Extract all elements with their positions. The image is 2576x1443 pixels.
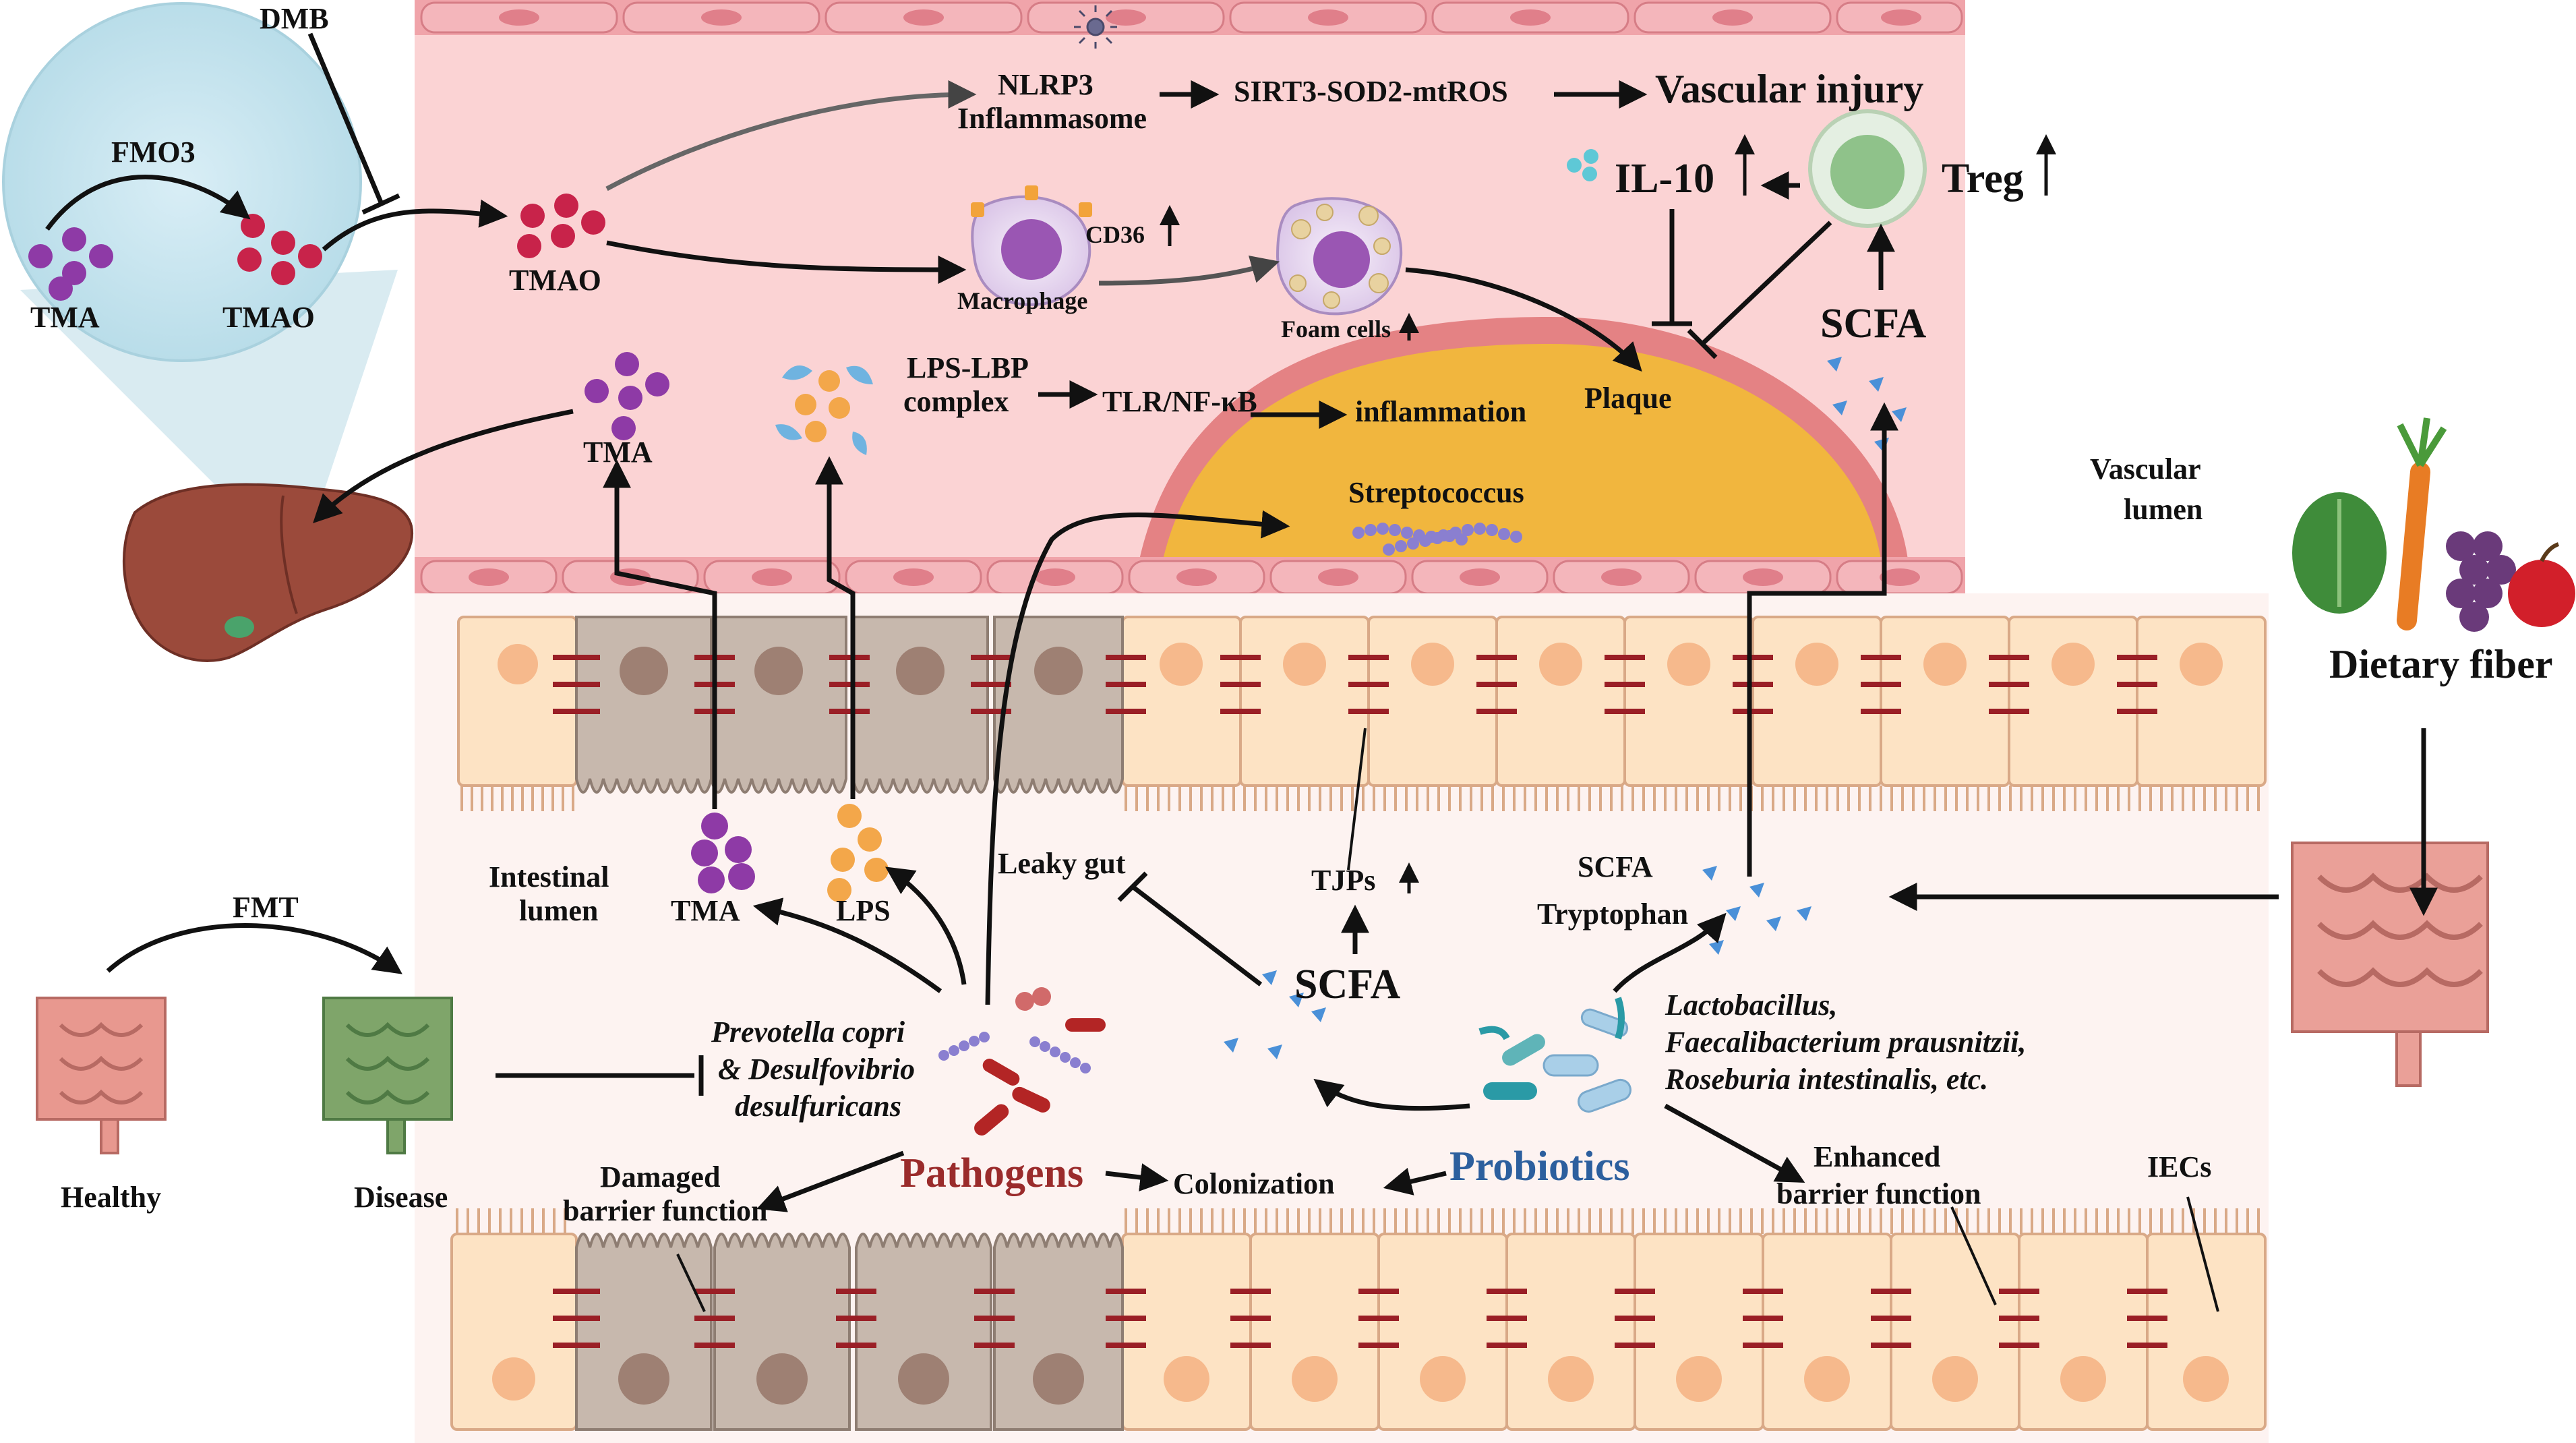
label-tlr: TLR/NF-κB (1102, 385, 1257, 418)
label-dmb: DMB (260, 2, 329, 35)
label-tma-gut: TMA (671, 894, 740, 927)
label-lps-lbp-line2: complex (903, 385, 1009, 418)
label-iecs: IECs (2147, 1150, 2211, 1183)
label-cd36: CD36 (1085, 221, 1145, 248)
label-healthy: Healthy (61, 1181, 161, 1214)
label-scfa-gut: SCFA (1294, 962, 1401, 1007)
label-dietary-fiber: Dietary fiber (2329, 642, 2553, 686)
label-vascular-injury: Vascular injury (1655, 67, 1923, 111)
label-nlrp3: NLRP3 (998, 68, 1094, 101)
label-disease: Disease (354, 1181, 448, 1214)
plaque-shape (1139, 317, 1908, 560)
label-damaged-barrier-line1: Damaged (600, 1160, 720, 1194)
label-plaque: Plaque (1584, 382, 1672, 415)
nlrp3-inflammasome-icon (1074, 5, 1117, 49)
label-vascular-lumen-line2: lumen (2124, 493, 2203, 526)
label-scfa-tryptophan-line2: Tryptophan (1537, 897, 1688, 931)
label-vascular-lumen-line1: Vascular (2090, 452, 2201, 485)
label-fmt: FMT (233, 891, 299, 924)
labels: DMB FMO3 TMA TMAO TMAO NLRP3 Inflammasom… (30, 2, 2553, 1227)
label-damaged-barrier-line2: barrier function (563, 1194, 768, 1227)
label-sirt3: SIRT3-SOD2-mtROS (1234, 75, 1508, 108)
label-treg: Treg (1942, 156, 2024, 202)
label-macrophage: Macrophage (957, 287, 1087, 314)
label-pathogens: Pathogens (900, 1150, 1083, 1196)
intestine-healthy-icon (36, 997, 167, 1154)
macrophage-cell (971, 185, 1092, 306)
label-enhanced-barrier-line2: barrier function (1776, 1177, 1981, 1210)
intestinal-epithelium-lower (450, 1208, 2267, 1431)
tmao-molecule-vessel (517, 194, 605, 258)
label-prevotella-line2: & Desulfovibrio (718, 1053, 915, 1086)
label-inflammasome: Inflammasome (957, 102, 1147, 135)
label-leaky-gut: Leaky gut (998, 847, 1126, 880)
label-il10: IL-10 (1615, 156, 1714, 202)
label-intestinal-lumen-line1: Intestinal (489, 860, 609, 893)
label-tma-liver: TMA (30, 301, 100, 334)
tight-junctions-lower (553, 1289, 2167, 1348)
label-intestinal-lumen-line2: lumen (519, 894, 598, 927)
label-lps-gut: LPS (836, 894, 891, 927)
lps-lbp-complex-icon (775, 365, 873, 455)
label-foam-cells: Foam cells (1281, 316, 1391, 343)
liver-icon (123, 483, 414, 662)
label-fmo3: FMO3 (111, 136, 196, 169)
label-tmao-vessel: TMAO (509, 264, 601, 297)
tmao-molecule-liver (237, 214, 322, 285)
endothelium-bottom (415, 557, 1965, 597)
probiotics-icon (1478, 997, 1631, 1113)
label-scfa-vessel: SCFA (1820, 301, 1927, 347)
label-tjps: TJPs (1311, 864, 1375, 897)
label-prevotella-line3: desulfuricans (735, 1090, 901, 1123)
intestine-fiber-icon (2291, 842, 2489, 1087)
streptococcus-bacteria (1352, 523, 1522, 556)
arrows (45, 32, 2438, 1312)
treg-cell (1808, 109, 1927, 228)
label-streptococcus: Streptococcus (1348, 476, 1524, 509)
label-enhanced-barrier-line1: Enhanced (1814, 1140, 1940, 1173)
foam-cell (1276, 197, 1403, 316)
label-prevotella-line1: Prevotella copri (711, 1015, 905, 1049)
label-tma-vessel: TMA (583, 436, 653, 469)
vessel (415, 0, 1965, 597)
intestine-disease-icon (322, 997, 453, 1154)
il10-particles (1567, 149, 1598, 181)
label-inflammation: inflammation (1355, 395, 1526, 428)
tma-molecule-gut (691, 813, 755, 893)
label-colonization: Colonization (1173, 1167, 1335, 1200)
lps-molecule-gut (827, 804, 889, 902)
label-probiotic-names-line2: Faecalibacterium prausnitzii, (1665, 1026, 2026, 1059)
label-probiotics: Probiotics (1449, 1144, 1630, 1189)
scfa-triangles-gut-right (1702, 866, 1811, 955)
dietary-fiber-foods-icon (2292, 417, 2575, 632)
scfa-triangles-gut (1224, 970, 1326, 1059)
tma-molecule-liver (28, 227, 113, 301)
pathogens-icon (938, 987, 1106, 1136)
endothelium-top (415, 0, 1965, 35)
label-probiotic-names-line3: Roseburia intestinalis, etc. (1665, 1063, 1988, 1096)
tma-molecule-vessel (585, 352, 669, 440)
label-tmao-liver: TMAO (222, 301, 315, 334)
label-probiotic-names-line1: Lactobacillus, (1665, 989, 1837, 1022)
label-scfa-tryptophan-line1: SCFA (1578, 850, 1653, 883)
label-lps-lbp-line1: LPS-LBP (907, 351, 1029, 384)
